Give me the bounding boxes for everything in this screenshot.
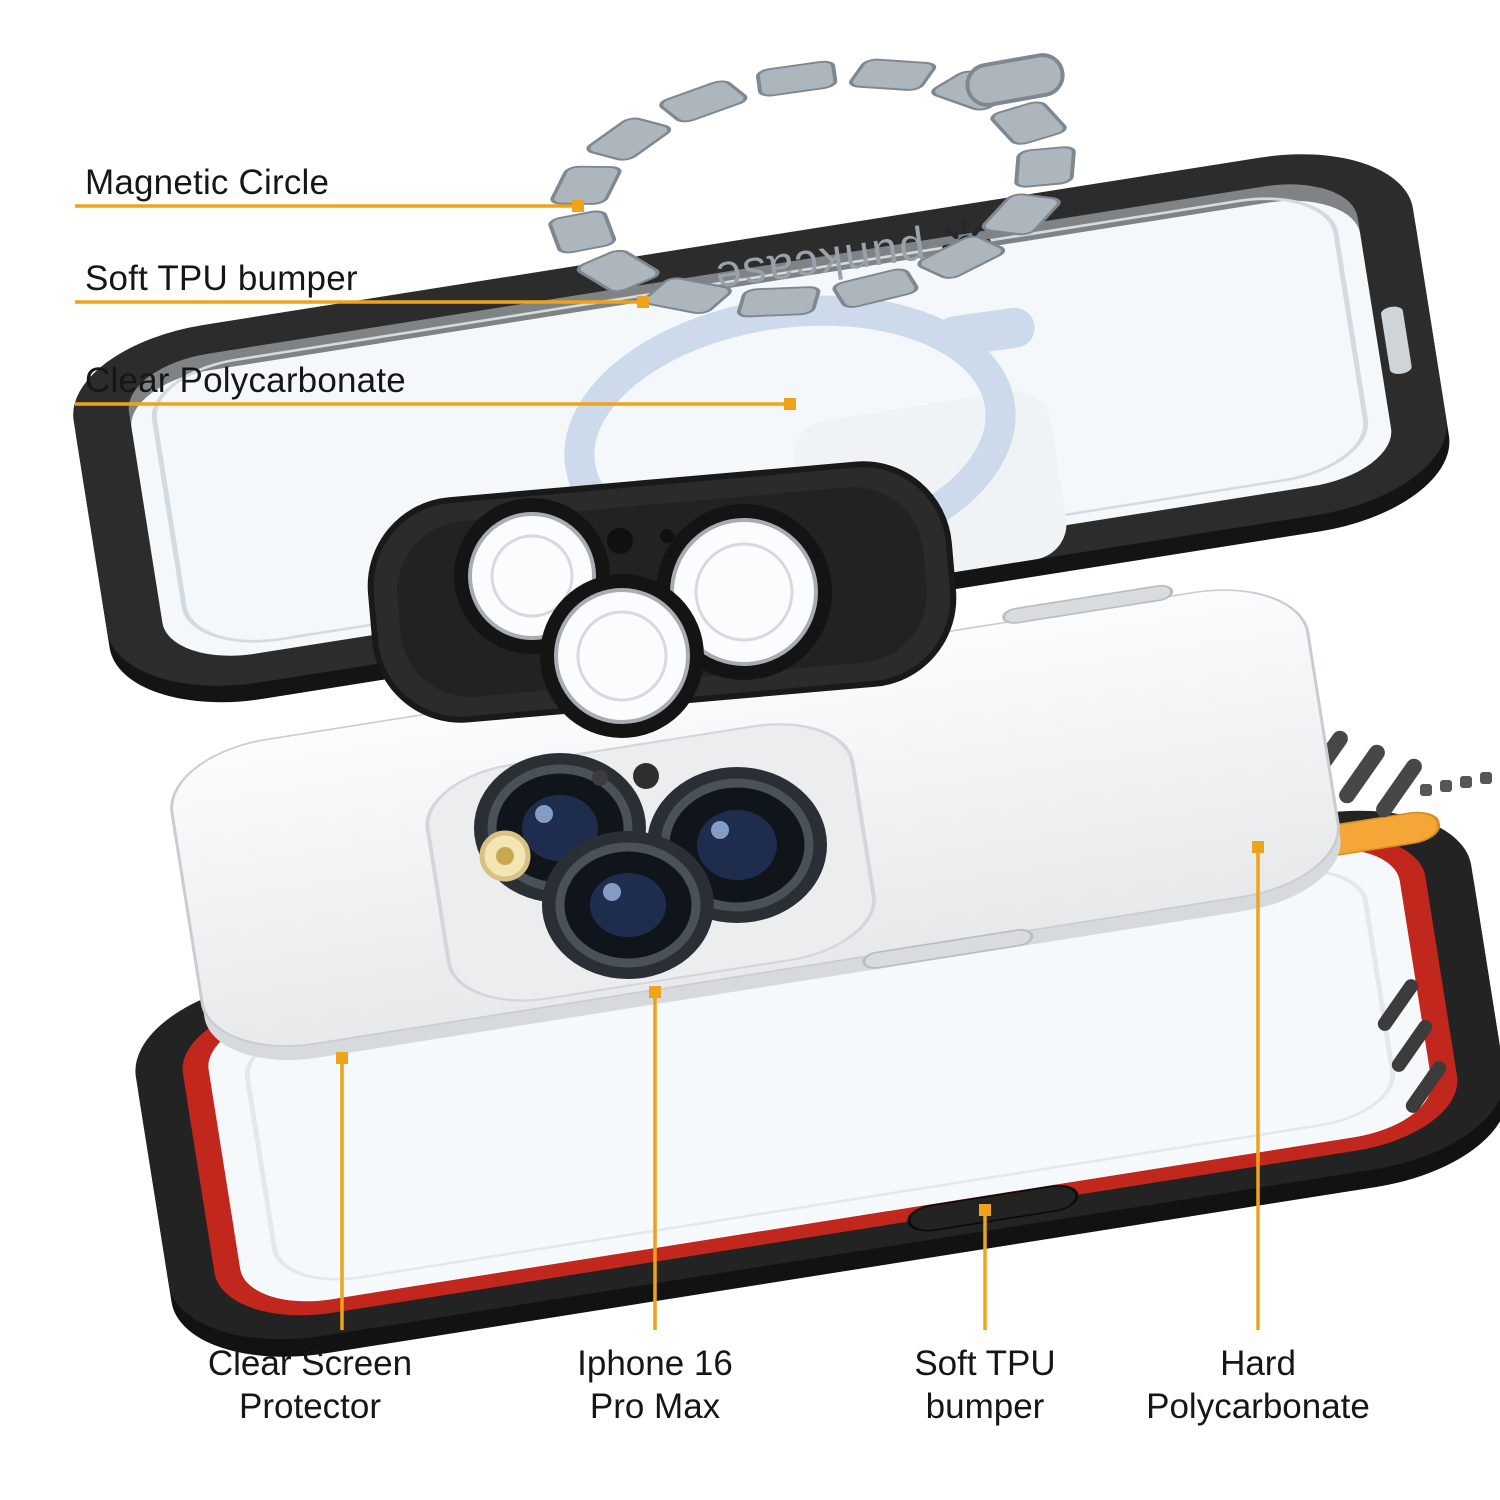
leader-lines	[75, 204, 1260, 1330]
case-side-button	[1381, 306, 1412, 374]
callout-soft-tpu-bumper-bottom: Soft TPU bumper	[825, 1342, 1145, 1428]
callout-label-line2: Protector	[239, 1387, 381, 1426]
callout-label-line2: Polycarbonate	[1146, 1387, 1370, 1426]
magnet-pill	[965, 53, 1065, 107]
callout-clear-screen-protector: Clear Screen Protector	[150, 1342, 470, 1428]
bumper-bottom-button	[907, 1184, 1079, 1232]
camera-lens	[542, 831, 714, 979]
bump-mic-dot	[660, 529, 674, 543]
phone-camera-lenses	[474, 753, 827, 979]
callout-magnetic-circle: Magnetic Circle	[85, 163, 329, 203]
callout-label-line1: Clear Screen	[207, 1344, 413, 1383]
callout-soft-tpu-bumper-top: Soft TPU bumper	[85, 259, 358, 299]
callout-hard-polycarbonate: Hard Polycarbonate	[1098, 1342, 1418, 1428]
callout-label-line1: Iphone 16	[577, 1344, 733, 1383]
callout-label-line1: Hard	[1220, 1344, 1296, 1383]
callout-label-line2: bumper	[925, 1387, 1045, 1426]
callout-label: Magnetic Circle	[85, 163, 330, 202]
magsafe-pill	[935, 307, 1035, 357]
camera-cutout	[656, 504, 832, 680]
callout-label-line2: Pro Max	[589, 1387, 721, 1426]
magnetic-circle-segments	[548, 58, 1076, 318]
leader-markers	[336, 200, 1264, 1216]
camera-flash	[479, 830, 531, 882]
camera-cutout	[540, 574, 704, 738]
callout-label-line1: Soft TPU	[914, 1344, 1056, 1383]
callout-iphone-16-pro-max: Iphone 16 Pro Max	[495, 1342, 815, 1428]
callout-clear-polycarbonate: Clear Polycarbonate	[85, 361, 406, 401]
callout-label: Clear Polycarbonate	[85, 361, 406, 400]
phone-power-button	[1002, 584, 1174, 624]
phone-side-button	[862, 929, 1034, 969]
bump-sensor-dot	[607, 528, 633, 554]
case-camera-bump	[367, 461, 957, 738]
camera-mic-dot	[592, 770, 608, 786]
bumper-port-dots	[1420, 772, 1492, 796]
callout-label: Soft TPU bumper	[85, 259, 358, 298]
camera-lidar-dot	[633, 763, 659, 789]
